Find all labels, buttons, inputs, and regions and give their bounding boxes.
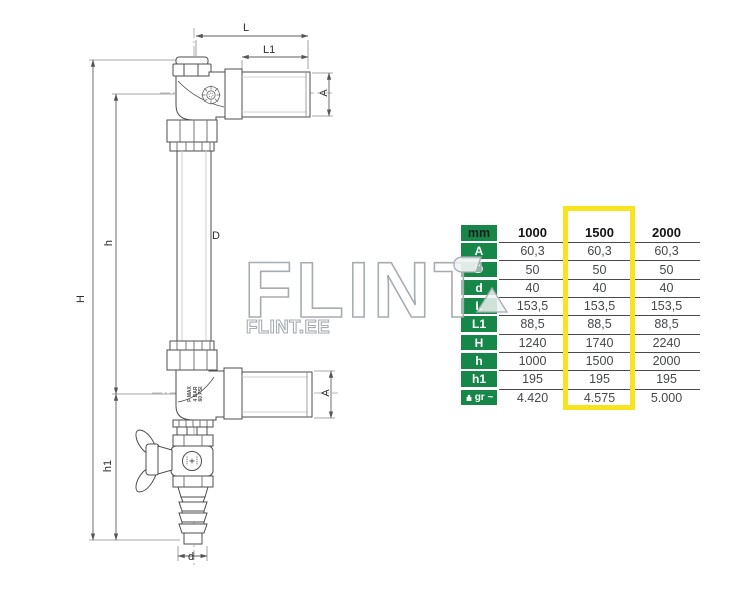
column-header-2000: 2000 <box>652 225 681 240</box>
row-label: H <box>461 334 497 351</box>
row-label: h <box>461 353 497 369</box>
dim-label-L: L <box>243 22 250 34</box>
weight-icon <box>466 395 472 402</box>
top-outlet-pipe <box>224 68 311 120</box>
cell-value: 50 <box>592 262 607 277</box>
bottom-outlet-pipe <box>223 367 313 420</box>
table-row: L1 88,5 88,5 88,5 <box>461 316 700 335</box>
dimension-lines <box>90 33 334 559</box>
table-row: d 40 40 40 <box>461 279 700 299</box>
row-label: h1 <box>461 371 497 387</box>
cell-value: 4.420 <box>516 390 549 405</box>
wing-handle <box>135 429 173 493</box>
dim-label-h: h <box>103 239 115 247</box>
valve-dial-icon <box>186 456 198 466</box>
table-header-row: mm 1000 1500 2000 <box>461 225 700 244</box>
dim-label-H: H <box>75 295 87 303</box>
column-header-1500: 1500 <box>585 225 614 240</box>
cell-value: 1740 <box>585 335 614 350</box>
dim-label-A-top: A <box>318 89 330 97</box>
unit-header-cell: mm <box>461 225 497 241</box>
cell-value: 153,5 <box>516 299 549 314</box>
table-row: h 1000 1500 2000 <box>461 353 700 372</box>
cell-value: 195 <box>656 372 677 387</box>
manufacturer-emblem-icon <box>201 85 221 105</box>
top-cap <box>172 56 212 77</box>
dim-label-A-bottom: A <box>320 389 332 397</box>
cell-value: 1240 <box>518 335 547 350</box>
cell-value: 88,5 <box>654 317 679 332</box>
dimensions-table: mm 1000 1500 2000 A 60,3 60,3 60,3 D 50 … <box>461 225 700 408</box>
cell-value: 153,5 <box>650 299 683 314</box>
hose-barb <box>172 475 214 545</box>
cell-value: 1500 <box>585 354 614 369</box>
table-row: L 153,5 153,5 153,5 <box>461 298 700 317</box>
row-label: L1 <box>461 316 497 333</box>
cell-value: 5.000 <box>650 390 683 405</box>
cell-value: 40 <box>525 280 540 295</box>
cell-value: 1000 <box>518 354 547 369</box>
cell-value: 60,3 <box>654 244 679 259</box>
bottom-coupling-nut <box>166 340 218 371</box>
table-row: H 1240 1740 2240 <box>461 334 700 353</box>
row-label: D <box>461 261 497 278</box>
top-coupling-nut <box>166 119 218 152</box>
column-header-1000: 1000 <box>518 225 547 240</box>
cell-value: 195 <box>522 372 543 387</box>
table-row-weight: gr ~ 4.420 4.575 5.000 <box>461 389 700 408</box>
dim-label-d: d <box>188 551 195 563</box>
cell-value: 60,3 <box>587 244 612 259</box>
cell-value: 153,5 <box>583 299 616 314</box>
valve-flange <box>172 419 214 447</box>
dim-label-D: D <box>212 230 220 242</box>
cell-value: 88,5 <box>587 317 612 332</box>
pressure-marking-line: 60 PSI <box>198 386 205 402</box>
cell-value: 2000 <box>652 354 681 369</box>
pressure-marking: P MAX 4 BAR 60 PSI <box>187 374 224 414</box>
row-label-text: gr ~ <box>474 391 494 403</box>
row-label: L <box>461 298 497 314</box>
cell-value: 195 <box>589 372 610 387</box>
cell-value: 40 <box>592 280 607 295</box>
cell-value: 40 <box>659 280 674 295</box>
extension-lines <box>89 40 335 561</box>
cell-value: 50 <box>525 262 540 277</box>
cell-value: 2240 <box>652 335 681 350</box>
row-label: d <box>461 279 497 296</box>
table-row: h1 195 195 195 <box>461 371 700 390</box>
row-label-weight: gr ~ <box>461 389 497 406</box>
cell-value: 4.575 <box>583 390 616 405</box>
cell-value: 50 <box>659 262 674 277</box>
riser-pipe <box>176 150 212 342</box>
ball-valve-body <box>170 445 214 477</box>
row-label: A <box>461 243 497 259</box>
table-row: A 60,3 60,3 60,3 <box>461 243 700 262</box>
cell-value: 88,5 <box>520 317 545 332</box>
cell-value: 60,3 <box>520 244 545 259</box>
table-row: D 50 50 50 <box>461 261 700 280</box>
dim-label-h1: h1 <box>102 459 114 473</box>
dim-label-L1: L1 <box>263 44 276 56</box>
